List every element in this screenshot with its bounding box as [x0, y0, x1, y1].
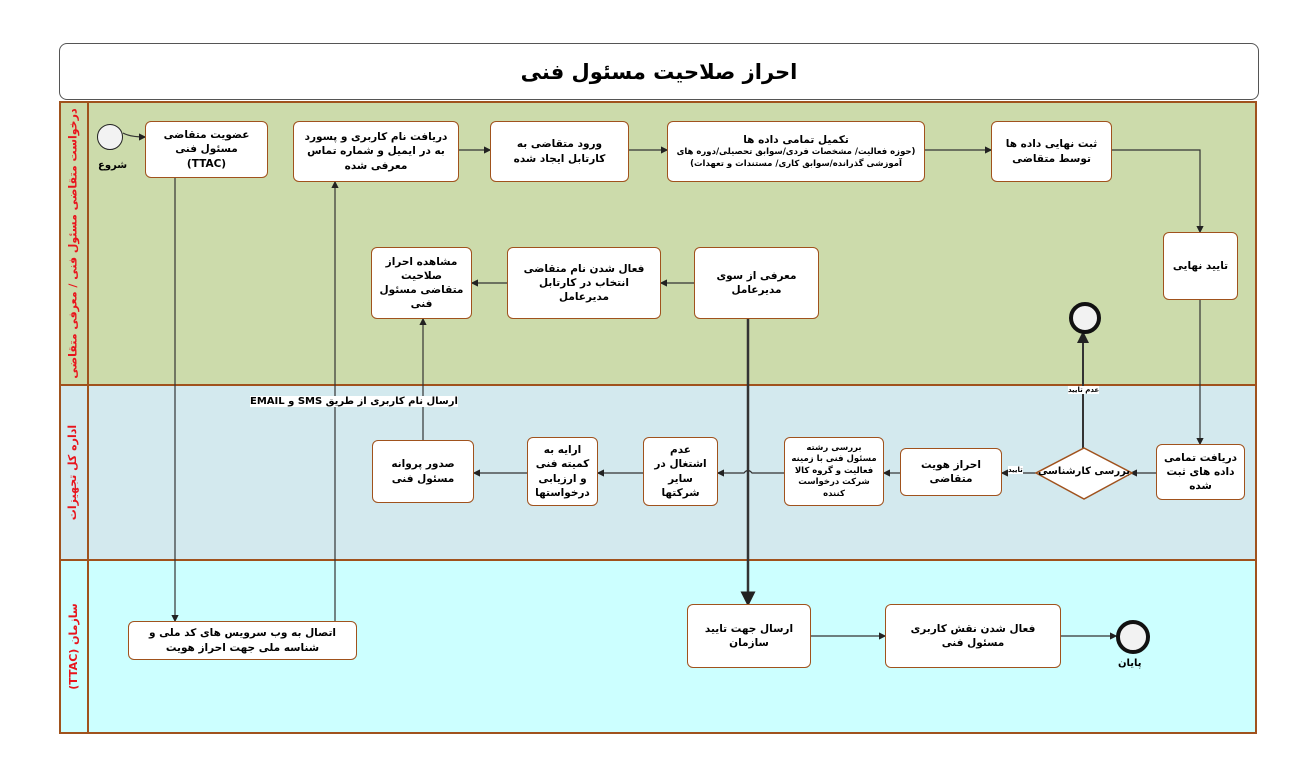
task-text: (TTAC) [186, 157, 227, 170]
end-label: پایان [1118, 658, 1142, 669]
task-activate-role[interactable]: فعال شدن نقش کاربری مسئول فنی [885, 604, 1061, 668]
task-text: معرفی از سوی مدیرعامل [716, 269, 797, 296]
task-no-employment[interactable]: عدم اشتغال در سایر شرکتها [643, 437, 718, 506]
flow [716, 469, 784, 477]
task-text: فعال شدن نقش کاربری مسئول فنی [910, 622, 1036, 649]
task-text: عدم اشتغال در سایر شرکتها [654, 444, 707, 499]
task-text: اتصال به وب سرویس های کد ملی و شناسه ملی… [148, 627, 337, 654]
task-subtext: (حوزه فعالیت/ مشخصات فردی/سوابق تحصیلی/د… [676, 147, 916, 169]
task-text: عضویت متقاضی مسئول فنی [163, 129, 250, 156]
task-enter-cartable[interactable]: ورود متقاضی به کارتابل ایجاد شده [490, 121, 629, 182]
task-final-confirm[interactable]: تایید نهایی [1163, 232, 1238, 300]
task-view-qualification[interactable]: مشاهده احراز صلاحیت متقاضی مسئول فنی [371, 247, 472, 319]
gateway-expert-review-icon[interactable] [1035, 447, 1133, 500]
lane-label-equipment: اداره کل تجهیزات [59, 384, 89, 561]
task-text: ورود متقاضی به کارتابل ایجاد شده [513, 138, 606, 165]
task-text: ثبت نهایی داده ها توسط متقاضی [1005, 138, 1098, 165]
lane-label-applicant: درخواست متقاضی مسئول فنی / معرفی متقاضی [59, 101, 89, 386]
task-text: تکمیل تمامی داده ها [743, 133, 849, 146]
sms-email-label: ارسال نام کاربری از طریق SMS و EMAIL [250, 396, 458, 407]
task-text: احراز هویت متقاضی [921, 458, 981, 485]
task-web-service[interactable]: اتصال به وب سرویس های کد ملی و شناسه ملی… [128, 621, 357, 660]
start-label: شروع [98, 160, 128, 171]
task-text: دریافت تمامی داده های ثبت شده [1163, 451, 1237, 493]
task-text: دریافت نام کاربری و پسورد به در ایمیل و … [304, 131, 448, 172]
task-identity-check[interactable]: احراز هویت متقاضی [900, 448, 1002, 496]
task-text: مشاهده احراز صلاحیت متقاضی مسئول فنی [379, 255, 464, 311]
rejected-label: عدم تایید [1068, 386, 1100, 394]
task-activate-name[interactable]: فعال شدن نام متقاضی انتخاب در کارتابل مد… [507, 247, 661, 319]
task-text: ارایه به کمیته فنی و ارزیابی درخواستها [535, 444, 590, 499]
end-event-rejected-icon [1069, 302, 1101, 334]
flow-start-membership [122, 132, 147, 141]
task-issue-license[interactable]: صدور پروانه مسئول فنی [372, 440, 474, 503]
task-receive-credentials[interactable]: دریافت نام کاربری و پسورد به در ایمیل و … [293, 121, 459, 182]
task-ceo-introduction[interactable]: معرفی از سوی مدیرعامل [694, 247, 819, 319]
task-text: فعال شدن نام متقاضی انتخاب در کارتابل مد… [523, 262, 645, 304]
task-committee[interactable]: ارایه به کمیته فنی و ارزیابی درخواستها [527, 437, 598, 506]
task-text: صدور پروانه مسئول فنی [391, 458, 455, 485]
task-receive-data[interactable]: دریافت تمامی داده های ثبت شده [1156, 444, 1245, 500]
lane-label-organization: سازمان (TTAC) [59, 559, 89, 734]
start-event-icon [97, 124, 123, 150]
flow [1112, 149, 1204, 234]
task-send-org[interactable]: ارسال جهت تایید سازمان [687, 604, 811, 668]
task-text: ارسال جهت تایید سازمان [704, 622, 794, 649]
task-text: بررسی رشته مسئول فنی با زمینه فعالیت و گ… [791, 442, 877, 499]
task-text: تایید نهایی [1172, 259, 1229, 272]
task-membership[interactable]: عضویت متقاضی مسئول فنی(TTAC) [145, 121, 268, 178]
approved-label: تایید [1008, 466, 1023, 474]
end-event-icon [1116, 620, 1150, 654]
diagram-title: احراز صلاحیت مسئول فنی [59, 43, 1259, 100]
gateway-label: بررسی کارشناسی [1037, 466, 1131, 477]
task-complete-data[interactable]: تکمیل تمامی داده ها(حوزه فعالیت/ مشخصات … [667, 121, 925, 182]
task-field-review[interactable]: بررسی رشته مسئول فنی با زمینه فعالیت و گ… [784, 437, 884, 506]
task-final-submit[interactable]: ثبت نهایی داده ها توسط متقاضی [991, 121, 1112, 182]
